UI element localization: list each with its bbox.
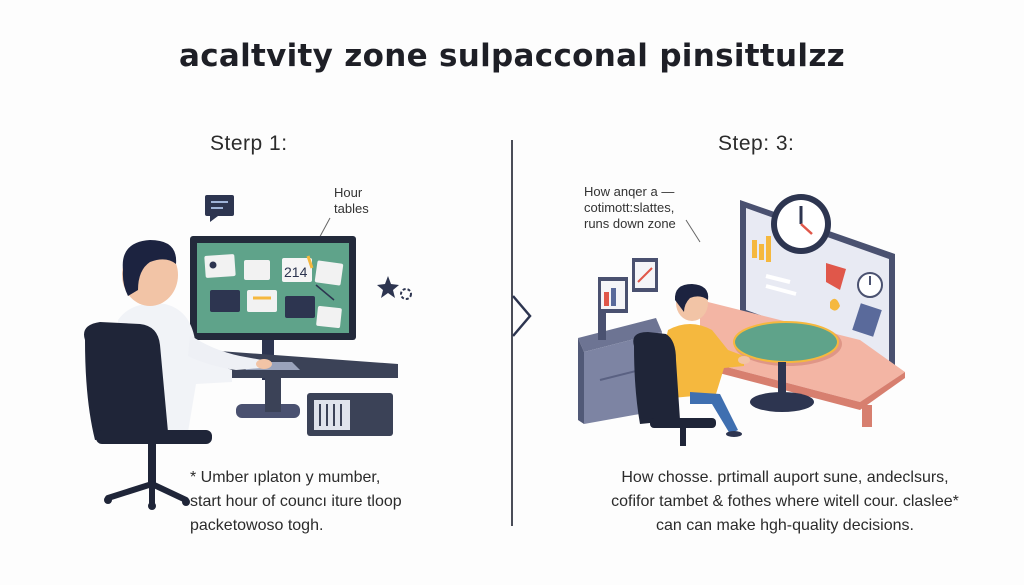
annotation-pointer-right	[685, 219, 701, 243]
annotation-right-line-1: How anqer a —	[584, 184, 675, 199]
annotation-left-line-1: Hour	[334, 185, 363, 200]
person-at-desk	[664, 284, 750, 437]
screen-number: 214	[284, 264, 308, 280]
gear-icon	[400, 288, 412, 300]
chat-bubble-icon	[205, 195, 234, 222]
annotation-right-line-2: cotimott:slattes,	[584, 200, 675, 215]
office-chair-left	[84, 322, 212, 510]
star-icon	[377, 276, 399, 298]
step-label-left: Sterp 1:	[210, 132, 288, 155]
desk-right	[700, 300, 905, 427]
caption-left-line-3: packetowoso togh.	[190, 517, 324, 534]
clock-icon	[771, 194, 831, 254]
pc-tower	[307, 393, 393, 436]
monitor	[190, 236, 356, 340]
caption-left-line-1: * Umber ıplaton y mumber,	[190, 469, 381, 486]
step-label-right: Step: 3:	[718, 132, 795, 155]
annotation-right-line-3: runs down zone	[584, 216, 676, 231]
wall-frame-charts	[598, 258, 658, 313]
caption-right-line-3: can can make hgh-quality decisions.	[656, 517, 914, 534]
office-chair-right	[633, 332, 716, 446]
annotation-right: How anqer a — cotimott:slattes, runs dow…	[584, 184, 676, 232]
desk	[205, 350, 398, 378]
caption-left-line-2: start hour of councı iture tloop	[190, 493, 402, 510]
caption-right-line-1: How chosse. prtimall auport sune, andecl…	[621, 469, 949, 486]
panel-divider	[511, 140, 513, 526]
chevron-right-icon	[512, 295, 532, 337]
annotation-left-line-2: tables	[334, 201, 369, 216]
caption-right-line-2: cofifor tambet & fothes where witell cou…	[611, 493, 959, 510]
caption-left: * Umber ıplaton y mumber, start hour of …	[190, 466, 490, 538]
caption-right: How chosse. prtimall auport sune, andecl…	[560, 466, 1010, 538]
page-title: acaltvity zone sulpacconal pinsittulzz	[178, 38, 846, 74]
left-illustration: 214	[84, 195, 412, 510]
annotation-left: Hour tables	[334, 185, 369, 217]
right-illustration	[578, 194, 905, 446]
